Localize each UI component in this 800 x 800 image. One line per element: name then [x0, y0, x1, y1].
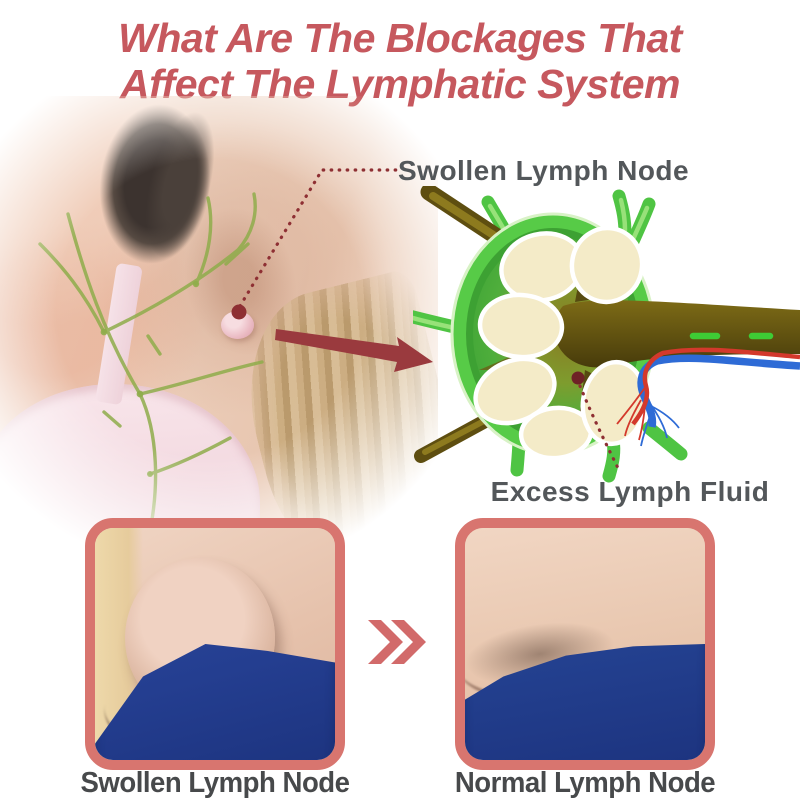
swollen-node-bump — [221, 311, 254, 339]
before-caption: Swollen Lymph Node — [80, 767, 350, 799]
after-photo — [465, 528, 705, 760]
callout-swollen-node: Swollen Lymph Node — [398, 155, 690, 186]
lymph-node-diagram — [413, 186, 800, 483]
after-photo-frame — [455, 518, 715, 770]
before-photo — [95, 528, 335, 760]
after-caption: Normal Lymph Node — [454, 767, 716, 799]
armpit-photo — [0, 96, 481, 595]
double-chevron-right-icon — [368, 620, 426, 664]
callout-excess-fluid: Excess Lymph Fluid — [490, 476, 770, 507]
lymph-vessel-branches-icon — [38, 192, 264, 542]
blood-vessels-icon — [616, 347, 800, 447]
page-title-line1: What Are The Blockages That — [118, 15, 682, 61]
page-title: What Are The Blockages That Affect The L… — [0, 15, 800, 108]
before-photo-frame — [85, 518, 345, 770]
